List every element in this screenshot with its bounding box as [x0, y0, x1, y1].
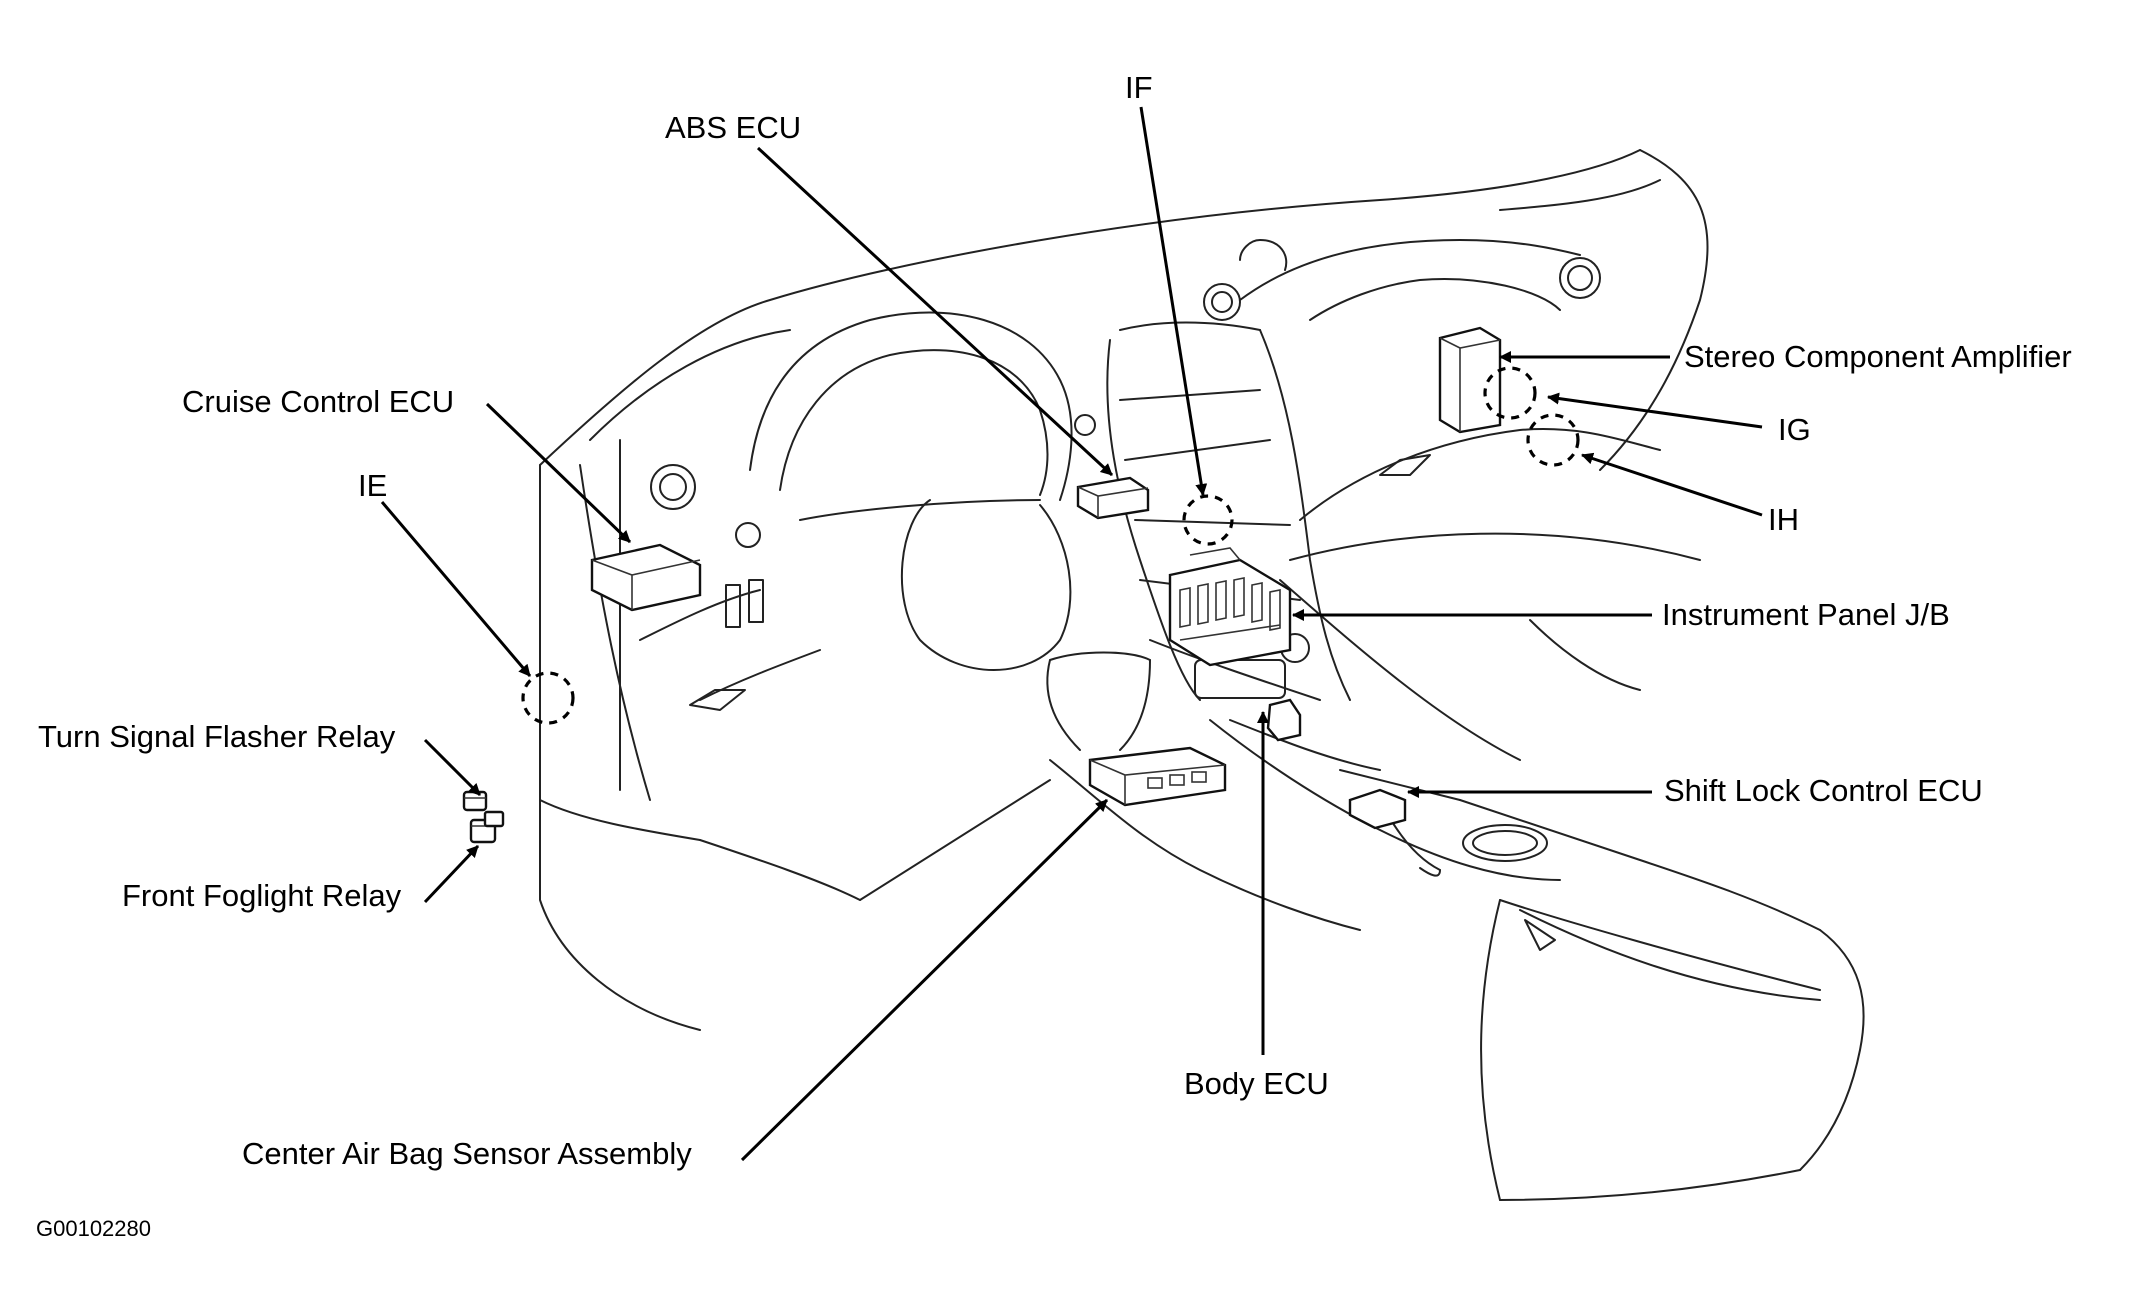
- label-ih-connector: IH: [1768, 502, 1799, 537]
- connector-ih: [1526, 413, 1580, 467]
- arrowhead-icon: [1547, 392, 1763, 429]
- connector-if: [1182, 494, 1234, 546]
- label-abs-ecu: ABS ECU: [665, 110, 802, 145]
- arrowhead-icon: [485, 402, 632, 544]
- arrowhead-icon: [423, 738, 482, 797]
- cruise-control-ecu-box: [590, 543, 702, 612]
- floor-console: [859, 651, 1865, 1201]
- center-stack: [1106, 321, 1351, 701]
- turn-signal-relay-part: [462, 790, 488, 812]
- shift-lock-ecu-box: [1348, 788, 1407, 830]
- junction-block: [1168, 547, 1292, 667]
- label-if-connector: IF: [1125, 70, 1153, 105]
- label-front-foglight-relay: Front Foglight Relay: [122, 878, 402, 913]
- label-cruise-control-ecu: Cruise Control ECU: [182, 384, 455, 419]
- arrowhead-icon: [380, 501, 532, 677]
- arrowhead-icon: [1581, 452, 1763, 517]
- body-ecu-connector: [1266, 698, 1302, 742]
- label-shift-lock-ecu: Shift Lock Control ECU: [1664, 773, 1983, 808]
- foglight-relay-part: [469, 810, 505, 844]
- label-turn-signal-relay: Turn Signal Flasher Relay: [38, 719, 396, 754]
- arrowhead-icon: [423, 844, 480, 904]
- dashboard-outline: [539, 149, 1709, 1031]
- leader-lines: [380, 106, 1763, 1162]
- stereo-amplifier-box: [1438, 326, 1502, 434]
- connector-ie: [521, 671, 575, 725]
- connector-markers: [521, 366, 1580, 725]
- component-parts: [462, 326, 1502, 844]
- instrument-cluster: [639, 311, 1096, 711]
- figure-code: G00102280: [36, 1216, 151, 1241]
- label-ie-connector: IE: [358, 468, 388, 503]
- label-body-ecu: Body ECU: [1184, 1066, 1329, 1101]
- label-instrument-panel-jb: Instrument Panel J/B: [1662, 597, 1950, 632]
- arrowhead-icon: [1139, 106, 1208, 496]
- connector-ig: [1483, 366, 1537, 420]
- label-center-air-bag-sensor: Center Air Bag Sensor Assembly: [242, 1136, 692, 1171]
- dash-switches: [725, 579, 764, 628]
- arrowhead-icon: [740, 798, 1109, 1162]
- passenger-side: [1203, 239, 1701, 761]
- air-bag-sensor-box: [1088, 746, 1227, 807]
- label-stereo-amplifier: Stereo Component Amplifier: [1684, 339, 2072, 374]
- arrowhead-icon: [756, 146, 1114, 477]
- label-ig-connector: IG: [1778, 412, 1811, 447]
- abs-ecu-box: [1076, 476, 1150, 520]
